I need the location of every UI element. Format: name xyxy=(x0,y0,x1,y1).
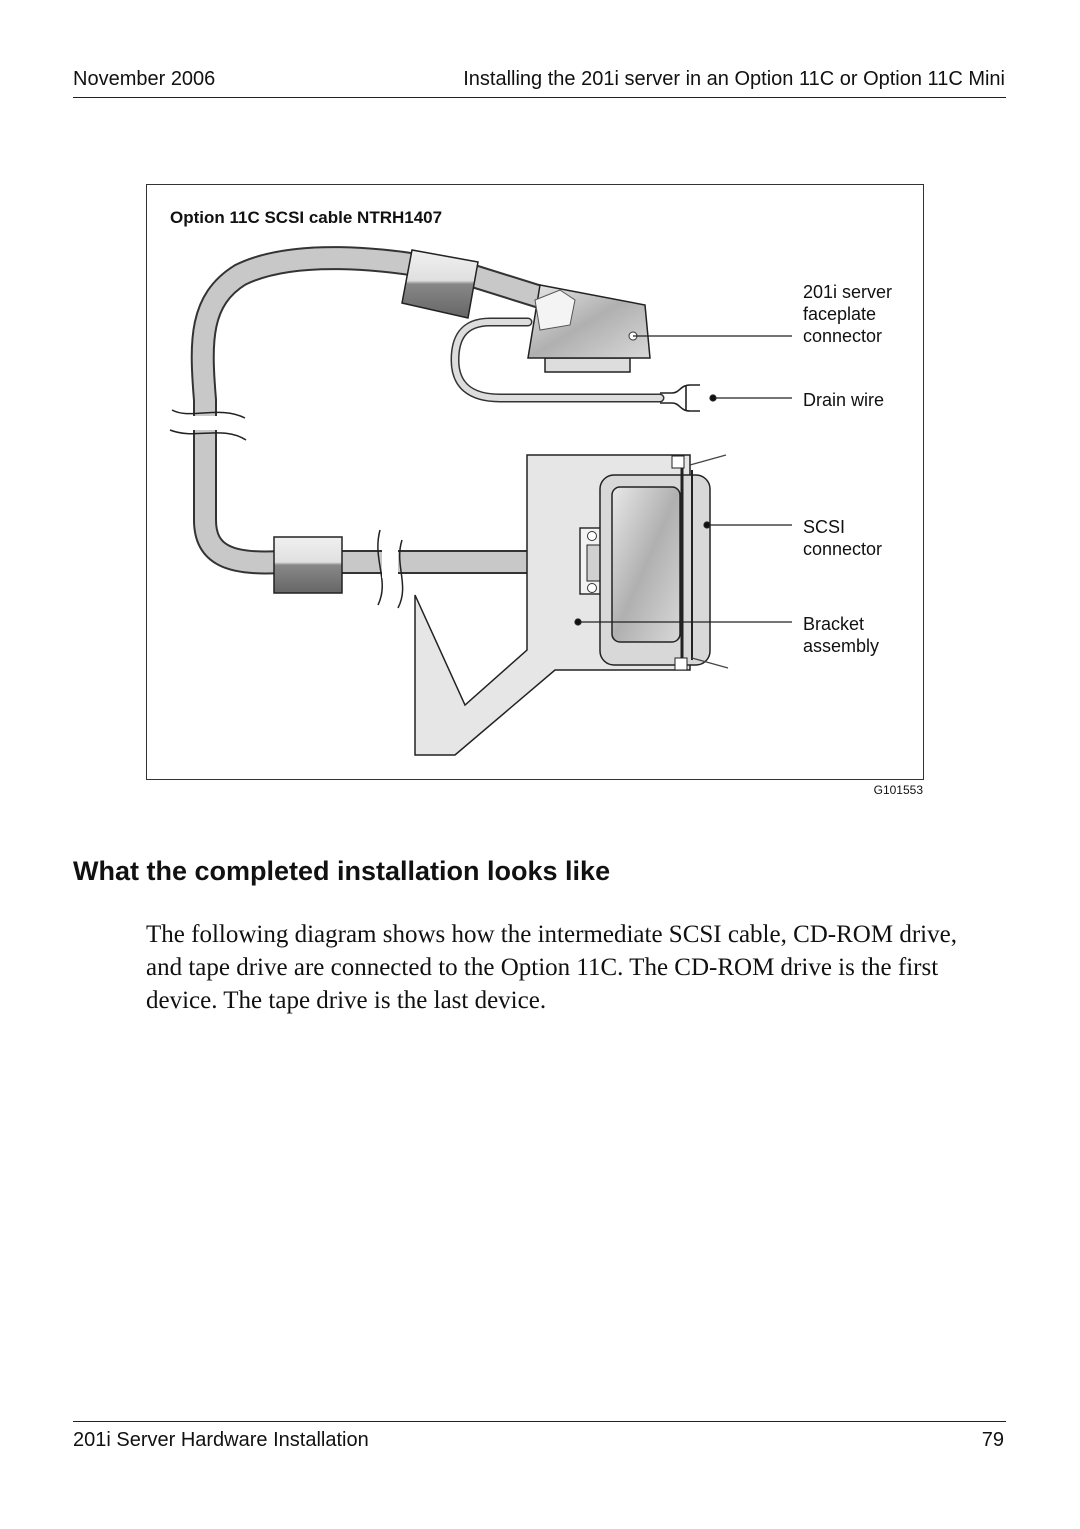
callout-scsi-connector: SCSI connector xyxy=(803,517,883,559)
figure-id: G101553 xyxy=(873,783,923,797)
footer-title: 201i Server Hardware Installation xyxy=(73,1429,369,1451)
scsi-cable xyxy=(190,246,597,575)
scsi-connector xyxy=(579,454,729,671)
section-heading: What the completed installation looks li… xyxy=(73,856,611,886)
header-date: November 2006 xyxy=(73,68,216,90)
cable-break-marks xyxy=(169,409,404,609)
header-chapter-title: Installing the 201i server in an Option … xyxy=(463,68,1005,90)
figure-frame xyxy=(146,184,924,780)
header-rule xyxy=(73,97,1006,98)
callout-leaders xyxy=(574,335,792,626)
body-paragraph: The following diagram shows how the inte… xyxy=(146,921,957,1014)
callout-bracket-assembly: Bracket assembly xyxy=(803,614,880,656)
callout-faceplate-connector: 201i server faceplate connector xyxy=(803,282,893,346)
ferrite-bead-top xyxy=(401,249,479,319)
drain-wire xyxy=(450,317,700,412)
callout-drain-wire: Drain wire xyxy=(803,390,885,410)
footer-rule xyxy=(73,1421,1006,1422)
page-number: 79 xyxy=(981,1429,1004,1451)
faceplate-connector xyxy=(527,284,651,373)
ferrite-bead-bottom xyxy=(273,536,343,594)
figure-title: Option 11C SCSI cable NTRH1407 xyxy=(170,208,443,227)
